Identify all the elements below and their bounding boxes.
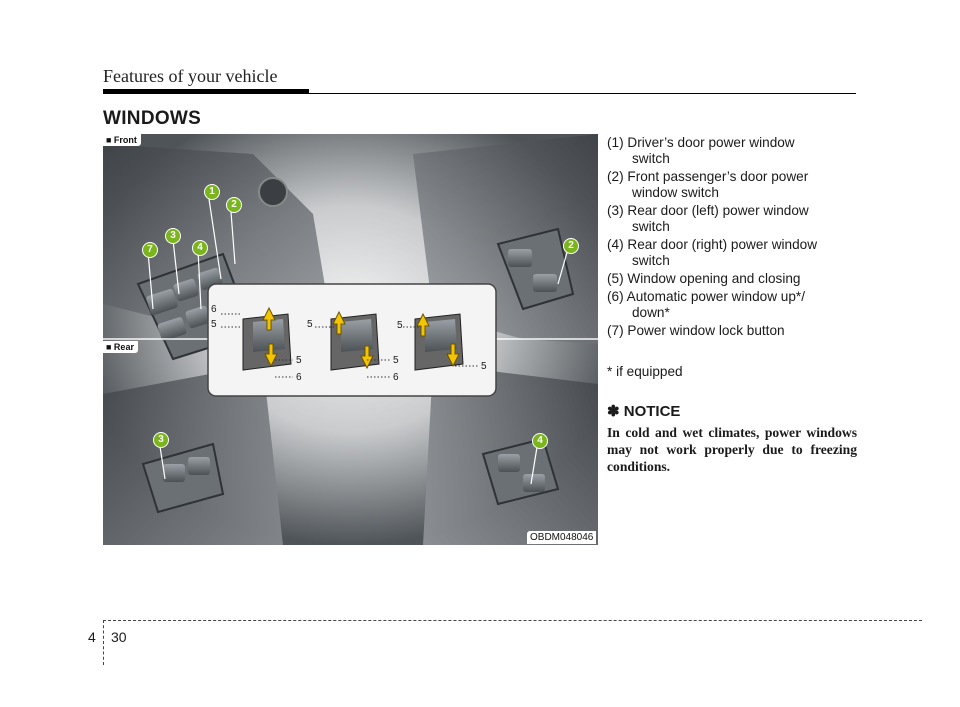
item-text: Front passenger’s door power (627, 169, 808, 184)
callout-2: 2 (226, 197, 242, 213)
notice-body: In cold and wet climates, power windows … (607, 424, 857, 475)
footer-rule (103, 620, 922, 621)
rear-label: ■ Rear (103, 341, 138, 353)
page-number: 30 (111, 629, 127, 645)
inset-label-5: 5 (393, 355, 399, 366)
item-text-cont: down* (607, 305, 867, 321)
inset-switch-c (415, 314, 463, 370)
page-title: WINDOWS (103, 108, 201, 130)
window-switch-illustration (103, 134, 598, 545)
item-text: Rear door (right) power window (627, 237, 817, 252)
item-number: (3) (607, 203, 624, 218)
list-item: (3) Rear door (left) power window switch (607, 203, 867, 235)
footnote: * if equipped (607, 364, 683, 379)
item-text: Window opening and closing (627, 271, 800, 286)
inset-label-5: 5 (296, 355, 302, 366)
header-section-title: Features of your vehicle (103, 66, 277, 87)
inset-label-6: 6 (393, 372, 399, 383)
list-item: (5) Window opening and closing (607, 271, 867, 287)
front-label: ■ Front (103, 134, 141, 146)
list-item: (4) Rear door (right) power window switc… (607, 237, 867, 269)
item-text-cont: switch (607, 151, 867, 167)
callout-3: 3 (165, 228, 181, 244)
callout-3-rear: 3 (153, 432, 169, 448)
notice-title: ✽ NOTICE (607, 402, 680, 420)
switch-list: (1) Driver’s door power window switch (2… (607, 135, 867, 341)
footer-divider (103, 620, 104, 665)
list-item: (6) Automatic power window up*/ down* (607, 289, 867, 321)
header-bar (103, 89, 309, 94)
item-number: (4) (607, 237, 624, 252)
header-rule (309, 93, 856, 94)
item-number: (5) (607, 271, 624, 286)
item-text: Power window lock button (627, 323, 784, 338)
item-text-cont: window switch (607, 185, 867, 201)
item-number: (1) (607, 135, 624, 150)
callout-4: 4 (192, 240, 208, 256)
inset-label-5: 5 (397, 320, 403, 331)
callout-4-rear: 4 (532, 433, 548, 449)
inset-label-5: 5 (481, 361, 487, 372)
inset-switch-b (331, 312, 379, 370)
callout-1: 1 (204, 184, 220, 200)
item-text-cont: switch (607, 253, 867, 269)
list-item: (2) Front passenger’s door power window … (607, 169, 867, 201)
item-text: Driver’s door power window (627, 135, 794, 150)
list-item: (7) Power window lock button (607, 323, 867, 339)
inset-label-6: 6 (211, 304, 217, 315)
item-number: (6) (607, 289, 624, 304)
inset-label-5: 5 (211, 319, 217, 330)
inset-label-5: 5 (307, 319, 313, 330)
item-text-cont: switch (607, 219, 867, 235)
item-number: (7) (607, 323, 624, 338)
figure-code: OBDM048046 (527, 531, 596, 544)
item-number: (2) (607, 169, 624, 184)
item-text: Rear door (left) power window (627, 203, 808, 218)
callout-2-passenger: 2 (563, 238, 579, 254)
chapter-number: 4 (88, 629, 96, 645)
item-text: Automatic power window up*/ (627, 289, 805, 304)
inset-label-6: 6 (296, 372, 302, 383)
callout-7: 7 (142, 242, 158, 258)
list-item: (1) Driver’s door power window switch (607, 135, 867, 167)
